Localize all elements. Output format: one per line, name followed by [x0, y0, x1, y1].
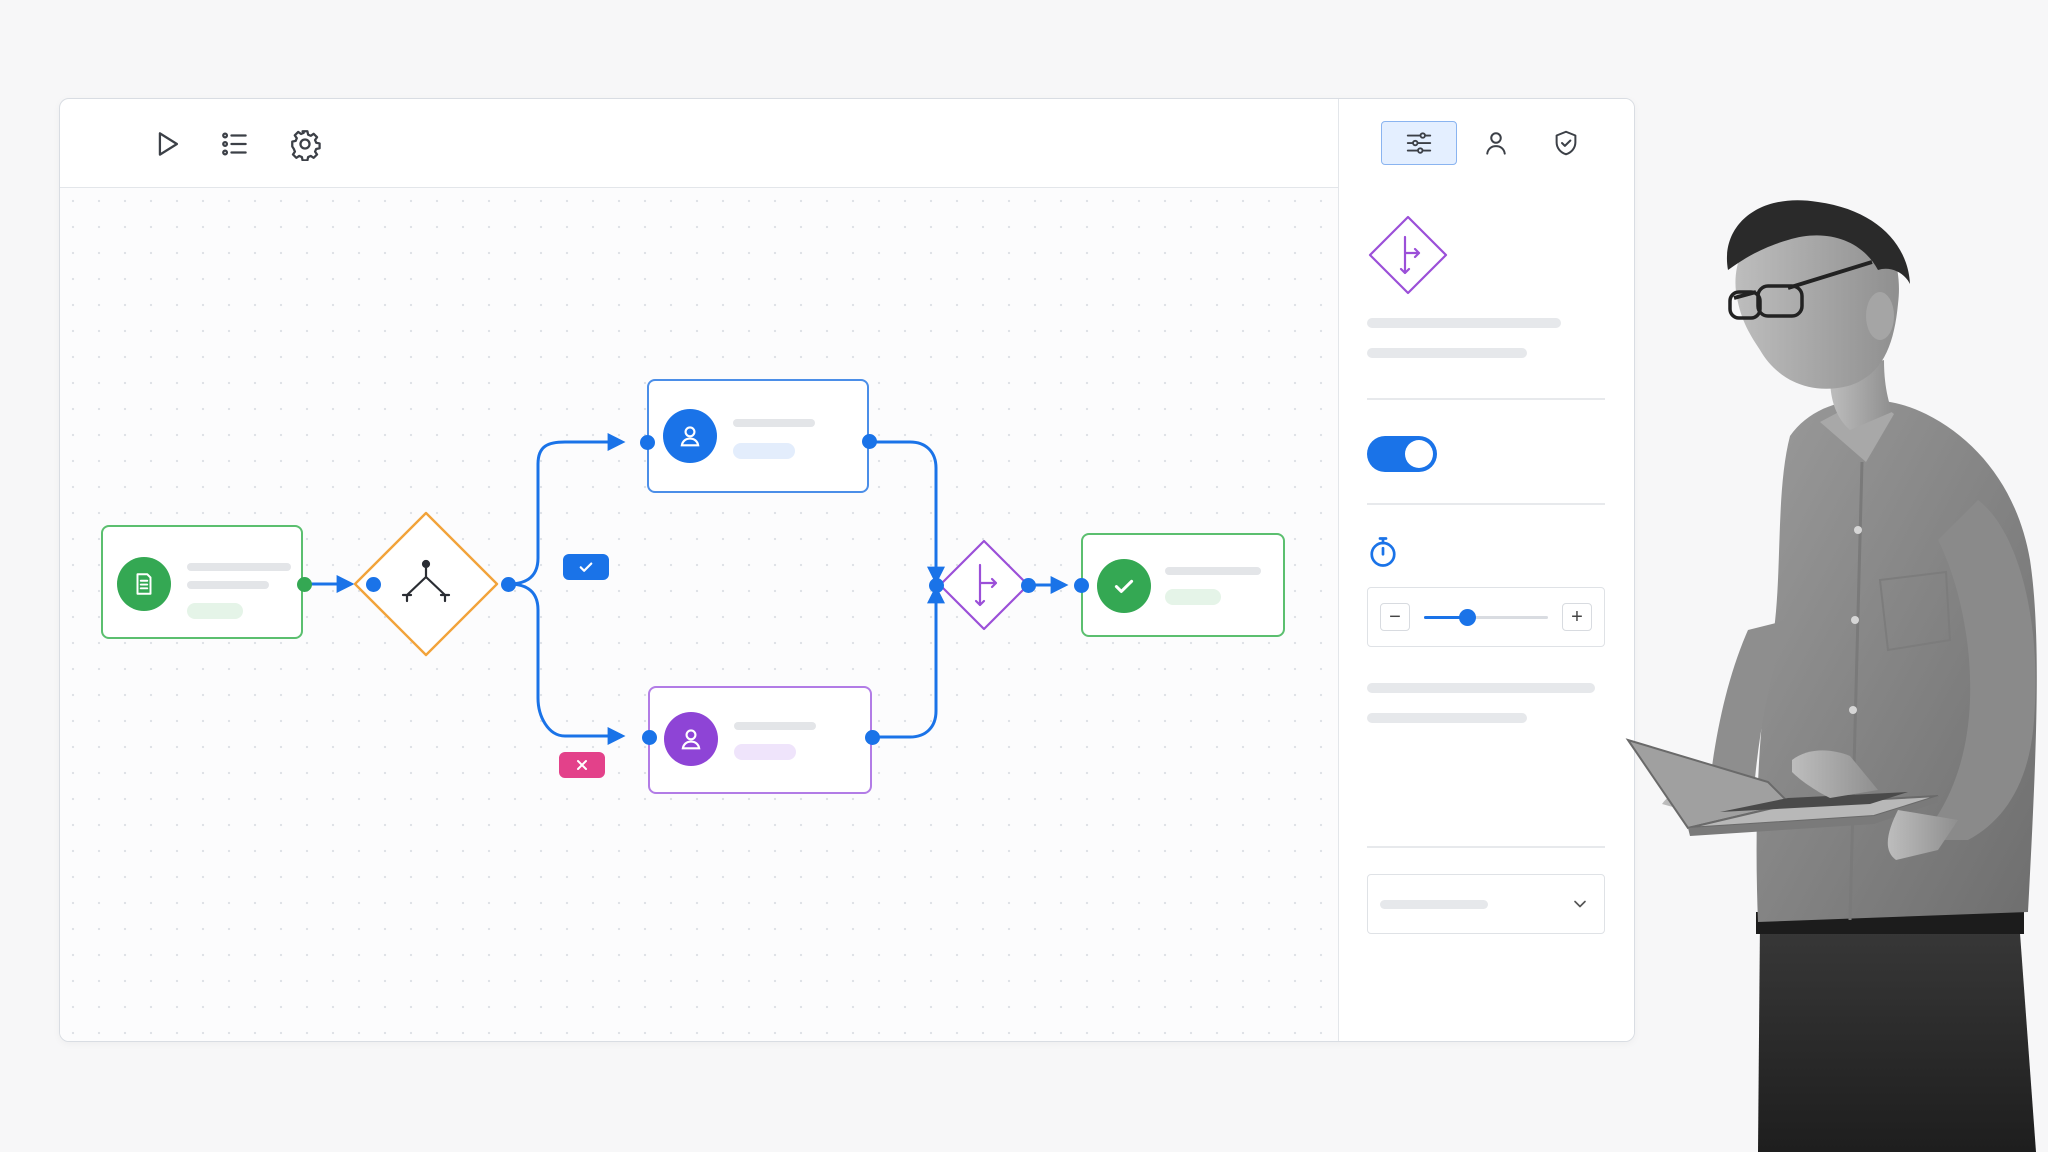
connector-approve-merge — [868, 440, 945, 585]
decrement-button[interactable]: − — [1380, 603, 1410, 631]
node-start-status — [187, 603, 243, 619]
port-approve-out[interactable] — [861, 433, 877, 449]
node-reject-user-task[interactable] — [648, 686, 872, 794]
node-description-placeholder — [1367, 348, 1527, 358]
workflow-editor-window: − + — [59, 98, 1635, 1042]
merge-gateway-icon — [1399, 235, 1421, 275]
port-start-out[interactable] — [296, 576, 312, 592]
port-split-in[interactable] — [365, 576, 381, 592]
chevron-down-icon — [1574, 900, 1586, 908]
user-icon — [1486, 132, 1506, 155]
slider-thumb[interactable] — [1459, 609, 1477, 626]
selected-node-preview — [1368, 215, 1448, 295]
connector-split-reject — [508, 582, 626, 745]
timer-note-placeholder — [1367, 713, 1527, 723]
merge-gateway-icon — [974, 563, 998, 607]
duration-stepper[interactable]: − + — [1367, 587, 1605, 647]
port-end-in[interactable] — [1073, 577, 1089, 593]
run-button[interactable] — [140, 117, 194, 171]
enabled-toggle[interactable] — [1367, 436, 1437, 472]
list-view-button[interactable] — [208, 117, 262, 171]
assignment-dropdown[interactable] — [1367, 874, 1605, 934]
user-icon — [681, 729, 701, 750]
node-end-avatar — [1097, 559, 1151, 613]
node-reject-title — [734, 722, 816, 730]
node-reject-status — [734, 744, 796, 760]
node-start-avatar — [117, 557, 171, 611]
tab-properties[interactable] — [1381, 121, 1457, 165]
person-with-laptop-photo — [1625, 200, 2037, 1152]
node-approve-status — [733, 443, 795, 459]
node-approve-title — [733, 419, 815, 427]
node-start-title — [187, 563, 291, 571]
canvas-toolbar — [60, 99, 1338, 188]
dropdown-value-placeholder — [1380, 900, 1488, 909]
tab-assignee[interactable] — [1458, 121, 1534, 165]
close-icon — [577, 760, 587, 770]
port-reject-out[interactable] — [864, 729, 880, 745]
node-reject-avatar — [664, 712, 718, 766]
condition-approved-badge[interactable] — [563, 554, 609, 580]
port-merge-out[interactable] — [1020, 577, 1036, 593]
node-start-task[interactable] — [101, 525, 303, 639]
user-icon — [680, 426, 700, 447]
port-merge-in[interactable] — [928, 577, 944, 593]
node-end-task[interactable] — [1081, 533, 1285, 637]
list-icon — [222, 132, 247, 156]
check-icon — [579, 562, 593, 572]
increment-button[interactable]: + — [1562, 603, 1592, 631]
check-icon — [1114, 579, 1134, 593]
duration-slider[interactable] — [1424, 609, 1548, 626]
gear-icon — [291, 130, 321, 161]
timer-description-placeholder — [1367, 683, 1595, 693]
port-reject-in[interactable] — [641, 729, 657, 745]
connector-split-approve — [508, 433, 626, 586]
settings-button[interactable] — [278, 117, 332, 171]
port-approve-in[interactable] — [639, 434, 655, 450]
node-approve-avatar — [663, 409, 717, 463]
node-name-placeholder — [1367, 318, 1561, 328]
node-start-subtitle — [187, 581, 269, 589]
node-approve-user-task[interactable] — [647, 379, 869, 493]
slider-fill — [1424, 616, 1468, 619]
node-merge-gateway[interactable] — [936, 537, 1032, 633]
node-end-title — [1165, 567, 1261, 575]
panel-divider — [1367, 503, 1605, 505]
sliders-icon — [1406, 132, 1432, 154]
toggle-knob — [1405, 440, 1433, 468]
node-end-status — [1165, 589, 1221, 605]
workflow-canvas[interactable] — [60, 188, 1338, 1041]
panel-divider — [1367, 398, 1605, 400]
document-icon — [136, 573, 152, 595]
branch-gateway-icon — [401, 559, 451, 603]
condition-rejected-badge[interactable] — [559, 752, 605, 778]
node-split-gateway[interactable] — [351, 509, 501, 659]
tab-permissions[interactable] — [1528, 121, 1604, 165]
connector-reject-merge — [871, 585, 945, 739]
panel-divider — [1367, 846, 1605, 848]
shield-icon — [1555, 130, 1577, 156]
stopwatch-icon — [1370, 537, 1396, 567]
port-split-out[interactable] — [500, 576, 516, 592]
play-icon — [158, 132, 179, 156]
